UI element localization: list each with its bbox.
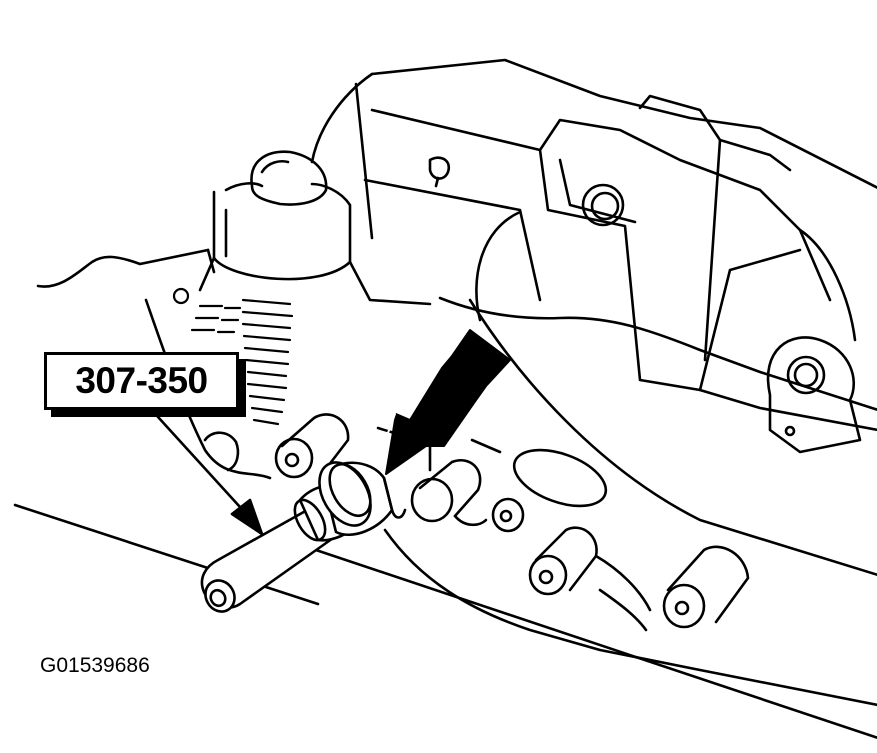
upper-housing bbox=[354, 82, 877, 432]
figure-id: G01539686 bbox=[40, 654, 150, 677]
tool-callout-arrow bbox=[146, 404, 264, 536]
mounting-ear bbox=[766, 336, 862, 454]
boss-5 bbox=[662, 545, 750, 629]
boss-2 bbox=[410, 459, 488, 527]
boss-3 bbox=[491, 497, 525, 533]
cooling-fins bbox=[172, 287, 294, 426]
case-bosses bbox=[203, 413, 750, 632]
special-tool bbox=[200, 461, 407, 613]
insertion-arrow bbox=[377, 329, 511, 475]
boss-1 bbox=[274, 413, 350, 479]
pointer-arrows bbox=[146, 329, 511, 536]
boss-4 bbox=[528, 526, 652, 632]
tool-number-label: 307-350 bbox=[44, 352, 239, 410]
oval-recess bbox=[512, 448, 608, 508]
transmission-case-outline bbox=[36, 58, 877, 707]
mounting-surface-lines bbox=[13, 503, 877, 740]
breather-cap bbox=[198, 150, 432, 306]
